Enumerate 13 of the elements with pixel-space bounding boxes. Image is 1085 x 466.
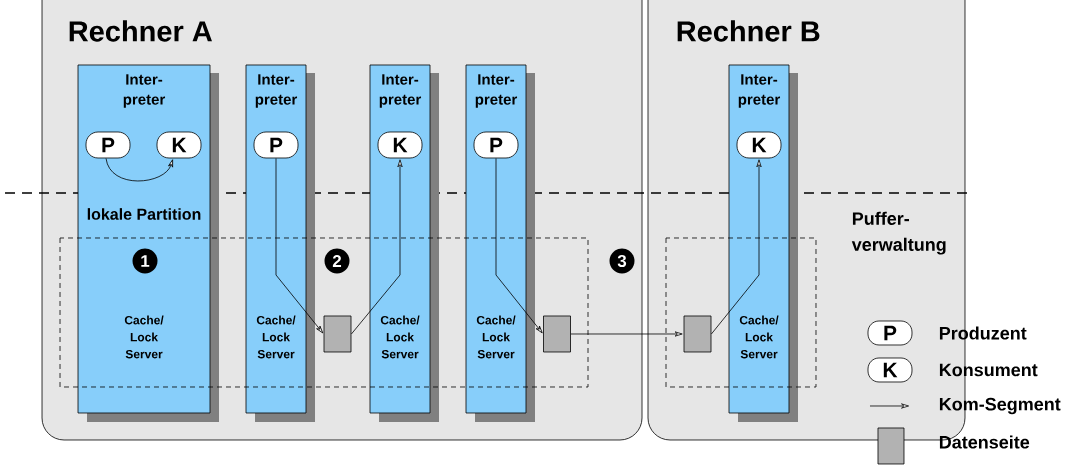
- legend-text: Datenseite: [939, 435, 1030, 449]
- arrow: [570, 331, 683, 337]
- data-page: [683, 315, 712, 353]
- data-page: [543, 315, 571, 353]
- legend-text: Konsument: [939, 363, 1038, 377]
- legend-text: Produzent: [939, 326, 1027, 340]
- legend-sample: P: [867, 320, 913, 346]
- legend-sample: K: [867, 357, 913, 383]
- legend-text: Kom-Segment: [939, 397, 1061, 415]
- data-page: [323, 315, 352, 353]
- region-label: Puffer- verwaltung: [851, 211, 946, 255]
- step-number: 2: [324, 248, 350, 274]
- step-number: 3: [609, 248, 635, 274]
